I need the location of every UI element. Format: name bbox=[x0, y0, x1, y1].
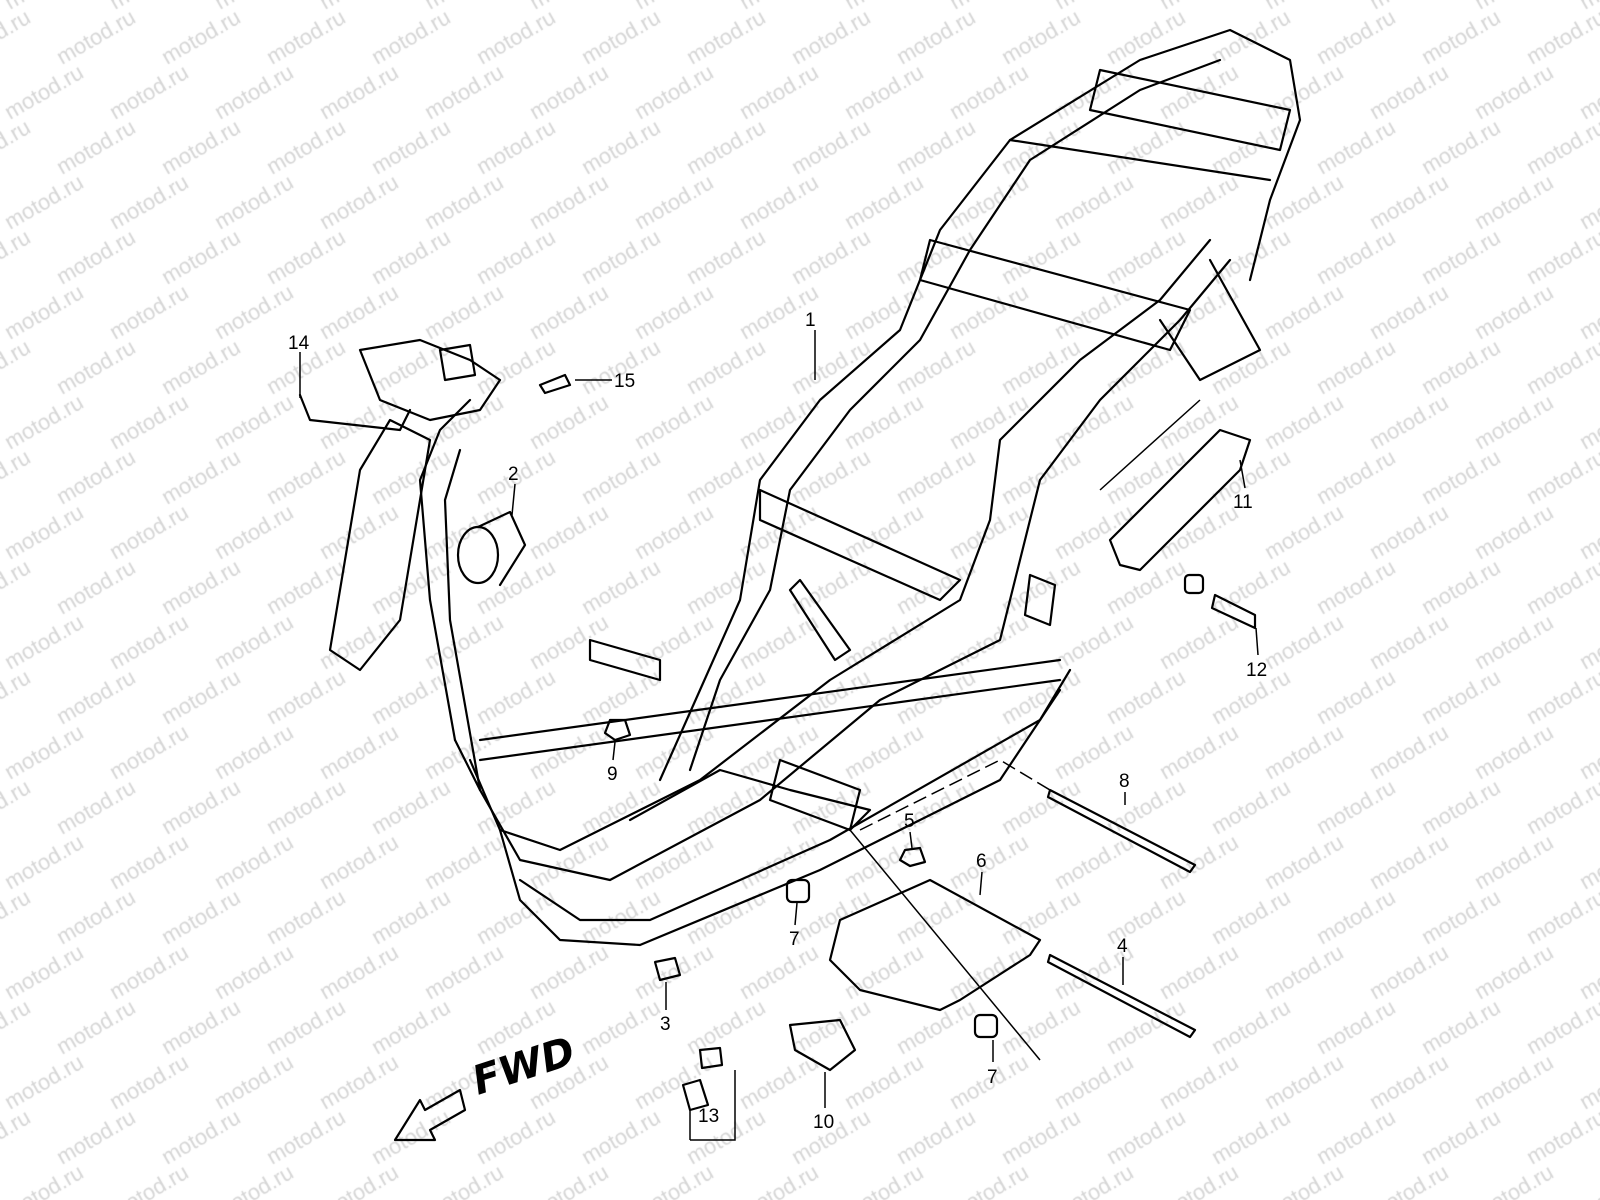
forward-arrow-icon bbox=[393, 1088, 467, 1142]
callout-11: 11 bbox=[1233, 492, 1253, 513]
callout-5: 5 bbox=[904, 811, 915, 832]
callout-13: 13 bbox=[698, 1106, 719, 1127]
callout-7-lower: 7 bbox=[987, 1067, 998, 1088]
callout-6: 6 bbox=[976, 851, 987, 872]
callout-8: 8 bbox=[1119, 771, 1130, 792]
callout-14: 14 bbox=[288, 333, 310, 354]
forward-indicator: FWD bbox=[393, 1028, 581, 1142]
callout-4: 4 bbox=[1117, 936, 1128, 957]
callout-2: 2 bbox=[508, 464, 519, 485]
callout-7-upper: 7 bbox=[789, 929, 800, 950]
frame-drawing bbox=[298, 28, 1302, 1112]
callout-15: 15 bbox=[614, 371, 635, 392]
callout-9: 9 bbox=[607, 764, 618, 785]
callout-1: 1 bbox=[805, 310, 816, 331]
callout-12: 12 bbox=[1246, 660, 1267, 681]
callout-10: 10 bbox=[813, 1112, 834, 1133]
callout-3: 3 bbox=[660, 1014, 671, 1035]
callout-labels: 1 2 3 4 5 6 7 7 8 9 10 11 12 13 14 15 bbox=[288, 310, 1267, 1133]
leader-lines bbox=[299, 330, 1259, 1141]
fwd-label: FWD bbox=[467, 1028, 581, 1104]
